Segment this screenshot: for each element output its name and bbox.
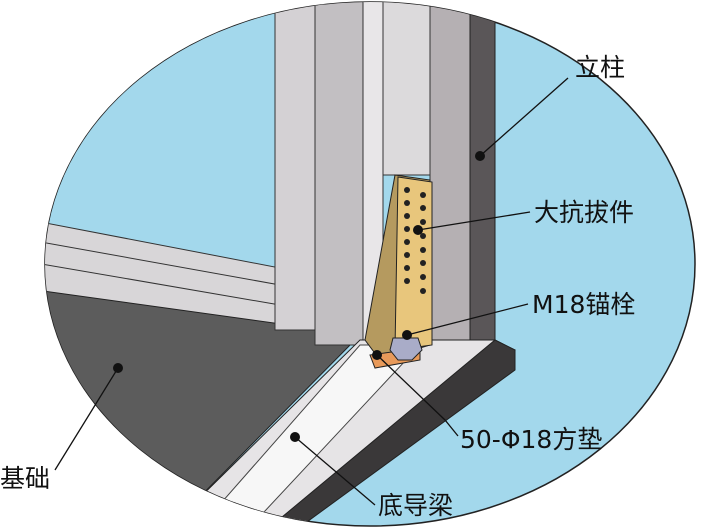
label-foundation: 基础 [0, 464, 51, 493]
label-column: 立柱 [575, 53, 626, 82]
label-washer: 50-Φ18方垫 [460, 425, 603, 454]
label-bottom-track: 底导梁 [378, 491, 454, 520]
label-hold-down: 大抗拔件 [534, 198, 635, 227]
leader-lines [54, 77, 569, 506]
label-anchor-bolt: M18锚栓 [532, 290, 636, 319]
hold-down-holes [404, 187, 426, 294]
leader-dots [113, 151, 485, 442]
anchor-nut [389, 337, 423, 361]
window-glass [45, 2, 275, 225]
column [429, 2, 471, 361]
